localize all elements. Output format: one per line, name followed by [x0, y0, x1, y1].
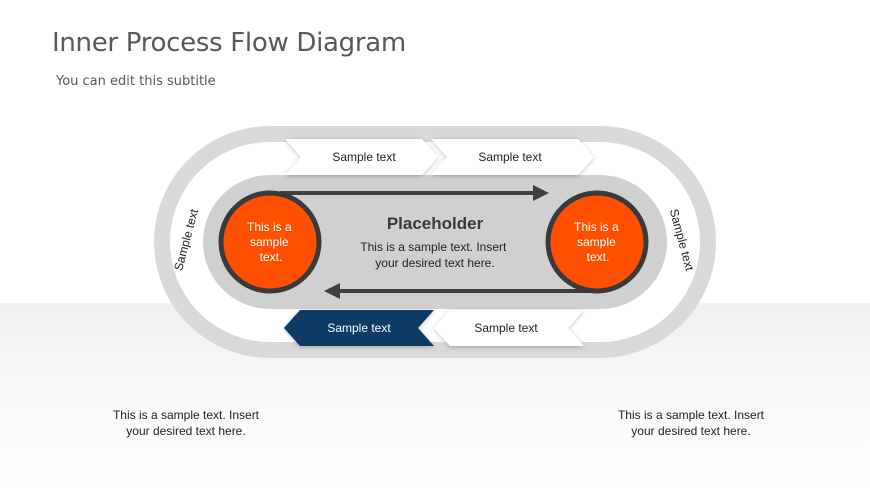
note-left: This is a sample text. Insert your desir…: [86, 407, 286, 439]
top-chevron-1[interactable]: [285, 139, 438, 175]
svg-text:This is a sample text.: This is a sample text.: [574, 220, 622, 264]
top-chevron-2[interactable]: [431, 139, 594, 175]
arrow-left: [324, 283, 590, 299]
note-left-line-2: your desired text here.: [126, 424, 246, 438]
note-left-line-1: This is a sample text. Insert: [112, 408, 260, 422]
center-body-line-2: your desired text here.: [375, 256, 494, 270]
center-heading: Placeholder: [387, 214, 484, 233]
right-circle-line-3: text.: [587, 250, 610, 264]
bottom-chevron-1-active[interactable]: [284, 310, 434, 346]
slide-subtitle: You can edit this subtitle: [56, 74, 216, 89]
left-circle-line-1: This is a: [247, 220, 292, 234]
left-circle-line-2: sample: [250, 235, 289, 249]
note-right-line-1: This is a sample text. Insert: [617, 408, 765, 422]
right-circle-line-1: This is a: [574, 220, 619, 234]
top-chevron-2-label: Sample text: [478, 150, 542, 164]
right-circle: [545, 190, 649, 294]
inner-pill: [203, 175, 667, 309]
arrow-right: [280, 185, 549, 201]
left-circle-line-3: text.: [260, 250, 283, 264]
bottom-chevron-2[interactable]: [434, 310, 584, 346]
left-circle: [218, 190, 322, 294]
top-chevron-1-label: Sample text: [332, 150, 396, 164]
note-right-line-2: your desired text here.: [631, 424, 751, 438]
right-circle-line-2: sample: [577, 235, 616, 249]
svg-text:This is a sample text. Insert: This is a sample text. Insert your desir…: [360, 240, 509, 270]
bottom-chevron-1-label: Sample text: [327, 321, 391, 335]
slide-title: Inner Process Flow Diagram: [52, 28, 406, 58]
note-right: This is a sample text. Insert your desir…: [591, 407, 791, 439]
center-body-line-1: This is a sample text. Insert: [360, 240, 507, 254]
svg-text:This is a sample text.: This is a sample text.: [247, 220, 295, 264]
bottom-chevron-2-label: Sample text: [474, 321, 538, 335]
